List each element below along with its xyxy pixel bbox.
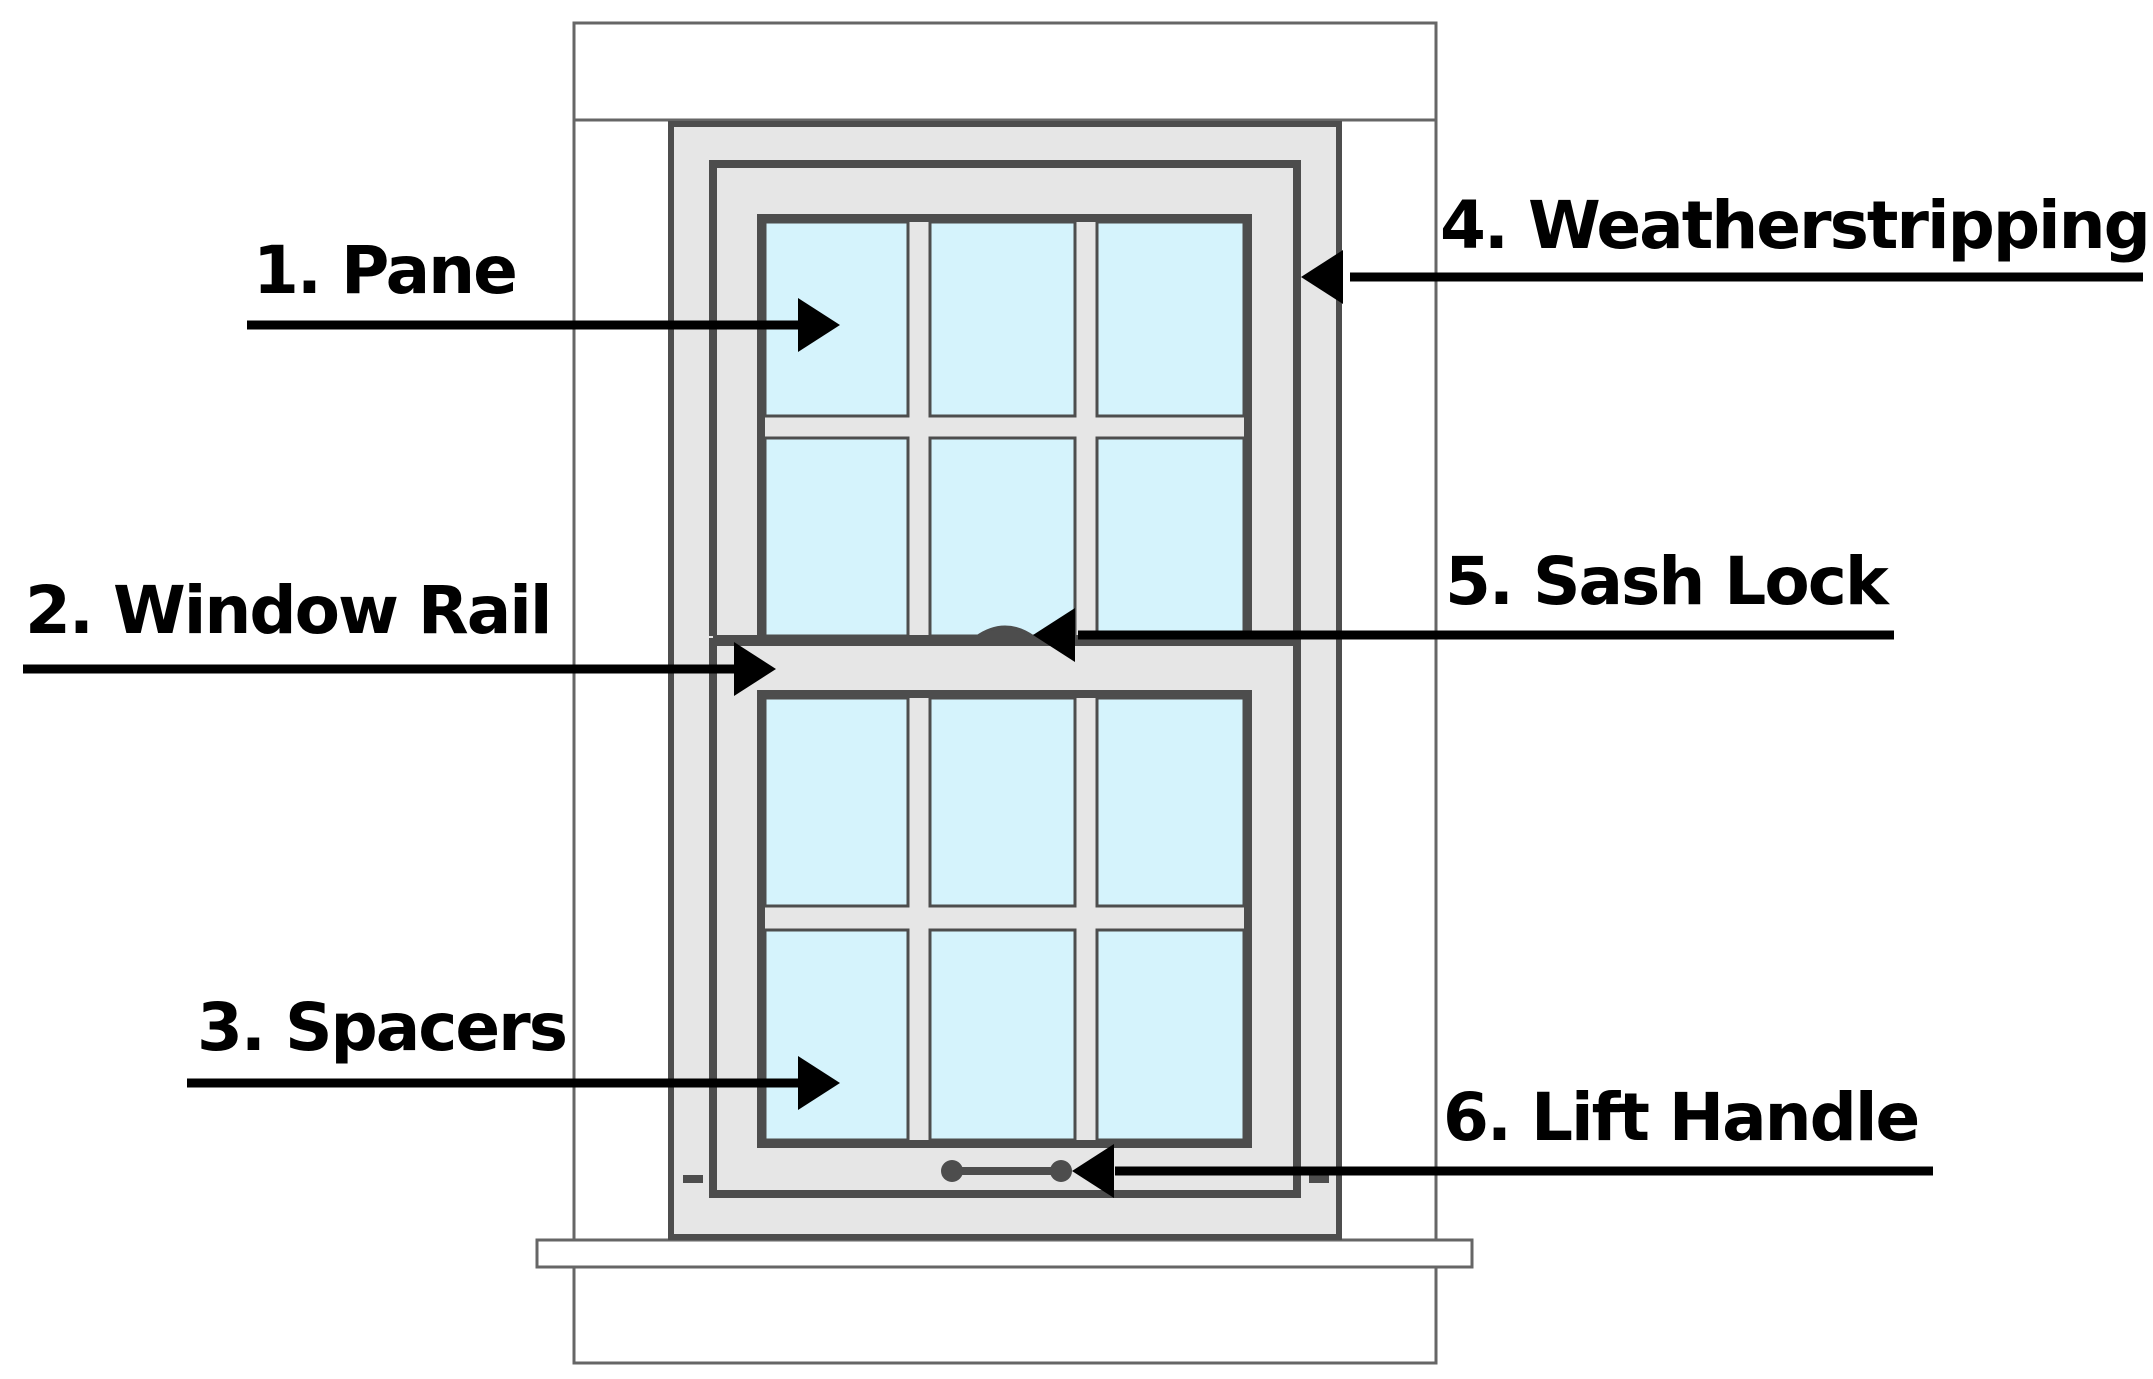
- pane: [928, 436, 1077, 638]
- label-window-rail: 2. Window Rail: [25, 572, 551, 649]
- sash-lock: [970, 625, 1040, 640]
- label-lift-handle: 6. Lift Handle: [1443, 1079, 1918, 1156]
- left-casing: [572, 118, 673, 1242]
- weatherstripping-arrowhead: [1301, 250, 1343, 304]
- sash-lock-arrowhead: [1033, 608, 1075, 662]
- lower-sash: [709, 635, 1301, 1198]
- upper-panes: [763, 220, 1246, 638]
- pane: [763, 220, 910, 418]
- pane: [1095, 928, 1246, 1142]
- lift-handle-end: [941, 1160, 963, 1182]
- right-casing: [1337, 118, 1438, 1242]
- lift-handle: [941, 1160, 1072, 1182]
- pane: [928, 220, 1077, 418]
- pane: [1095, 696, 1246, 908]
- pane-arrowhead: [798, 298, 840, 352]
- bottom-apron: [572, 1265, 1438, 1365]
- pane: [1095, 220, 1246, 418]
- arrows: [23, 250, 2143, 1198]
- top-header-trim: [572, 21, 1438, 122]
- pane: [1095, 436, 1246, 638]
- pane: [763, 436, 910, 638]
- pane: [763, 928, 910, 1142]
- label-pane: 1. Pane: [253, 232, 516, 309]
- window-rail-arrowhead: [734, 642, 776, 696]
- frame-mark-left: [683, 1175, 703, 1183]
- pane: [763, 696, 910, 908]
- pane: [928, 928, 1077, 1142]
- label-spacers: 3. Spacers: [197, 989, 566, 1066]
- lift-handle-arrowhead: [1072, 1144, 1114, 1198]
- label-sash-lock: 5. Sash Lock: [1445, 543, 1891, 620]
- upper-sash: [709, 160, 1301, 644]
- lower-panes: [763, 696, 1246, 1142]
- spacers-arrowhead: [798, 1056, 840, 1110]
- pane: [928, 696, 1077, 908]
- frame-mark-right: [1309, 1175, 1329, 1183]
- window-sill: [535, 1238, 1474, 1269]
- lift-handle-end: [1050, 1160, 1072, 1182]
- label-weatherstripping: 4. Weatherstripping: [1440, 187, 2149, 264]
- outer-trim: [535, 21, 1474, 1365]
